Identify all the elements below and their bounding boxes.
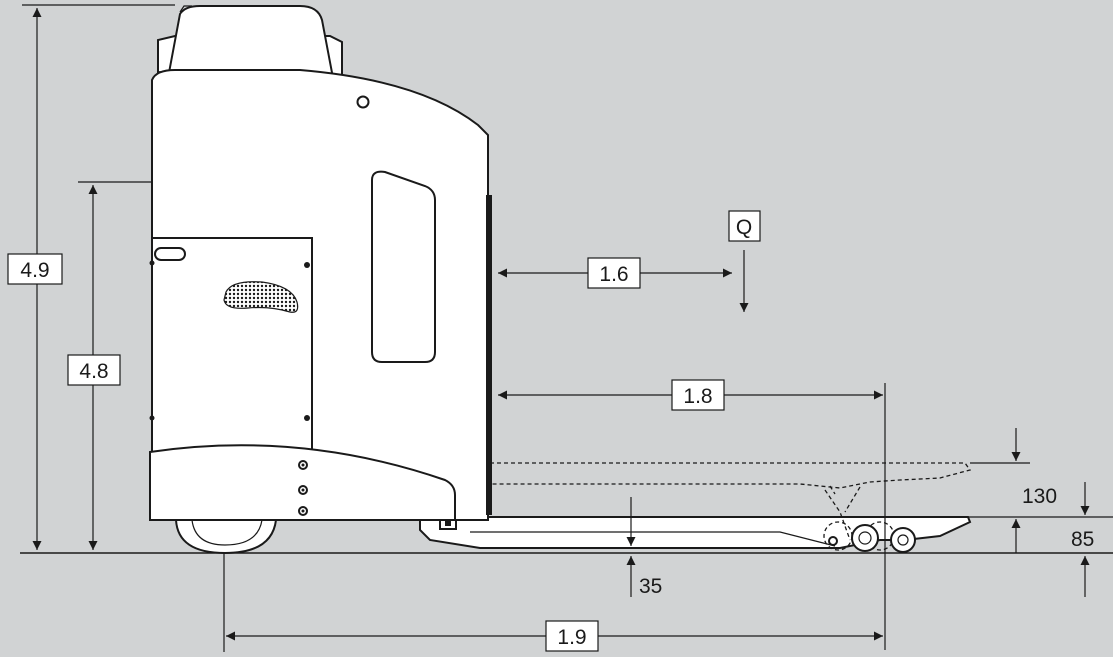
dim-box-handle-height [67,354,121,386]
side-window [371,170,436,363]
dim-label-wheelbase: 1.6 [599,263,628,286]
operator-seat [157,5,343,79]
dim-box-load-symbol [728,210,761,242]
dim-label-fork-length: 1.8 [683,385,712,408]
fork-bracket-small [445,520,451,526]
cover-screw-2 [304,415,310,421]
drive-wheel [174,519,278,555]
dim-box-overall-height [7,253,63,285]
raised-linkage [824,485,861,541]
dim-box-wheelbase [587,257,641,289]
dim-label-load-symbol: Q [736,216,752,239]
cover-screw-4 [149,415,155,421]
ventilation-grill [223,281,299,313]
fork-underside [470,531,836,547]
cover-handle [154,247,186,261]
raised-fork-outline [490,462,972,489]
roller-axle [828,536,838,546]
dim-label-handle-height: 4.8 [79,360,108,383]
dim-label-ground-clearance: 35 [639,575,662,598]
dim-label-lift-height: 130 [1022,485,1057,508]
mast-strip [486,195,492,515]
bumper-screw-3-dot [301,509,305,513]
bumper-screw-1-dot [301,463,305,467]
dim-label-overall-height: 4.9 [20,259,49,282]
dim-box-fork-length [671,379,725,411]
load-rollers [851,524,916,553]
chassis-hole [356,95,370,109]
dim-label-overall-length: 1.9 [557,626,586,649]
cover-screw-3 [149,260,155,266]
dim-box-overall-length [545,620,599,652]
dim-label-lowered-height: 85 [1071,528,1094,551]
lower-bumper [149,444,456,521]
cover-screw-1 [304,262,310,268]
bumper-screw-2-dot [301,488,305,492]
